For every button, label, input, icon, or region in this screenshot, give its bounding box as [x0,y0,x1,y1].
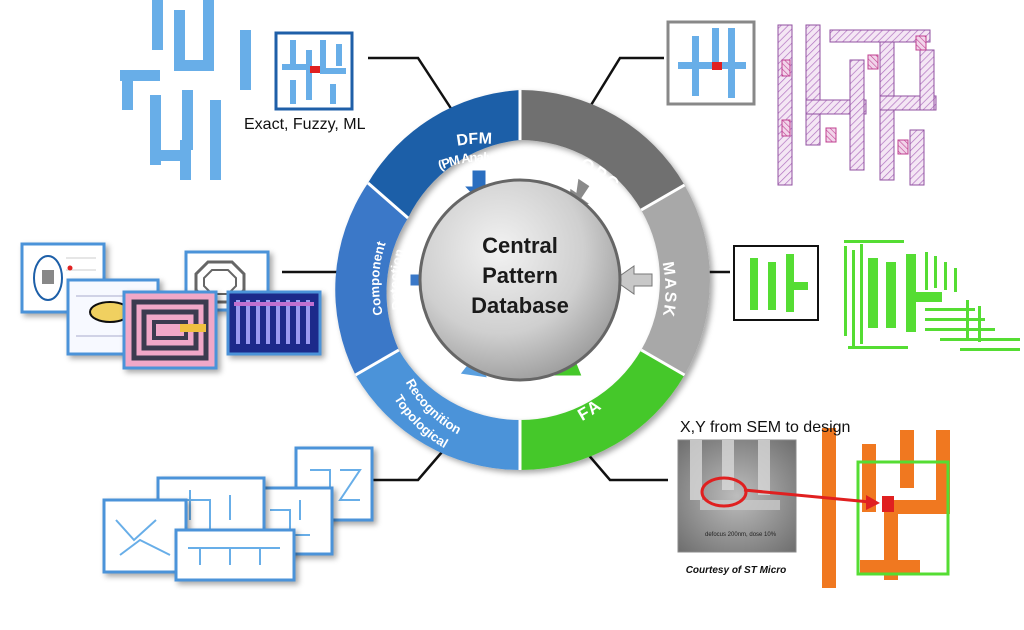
mask-large-pattern [844,240,1020,351]
center-line-3: Database [471,293,569,318]
label-mask: MASK [659,261,679,320]
sem-inner-caption: defocus 200nm, dose 10% [705,532,777,538]
segment-mask [641,185,710,375]
sem-image [677,439,797,553]
central-database: Central Pattern Database [418,178,622,382]
pattern-ring [335,90,710,470]
fa-red-arrow [743,488,880,510]
segment-dfm [368,90,520,218]
segment-separators [354,90,686,470]
mask-small-pattern [733,245,819,321]
opc-small-pattern [666,20,756,106]
sem-credit-caption: Courtesy of ST Micro [685,565,787,576]
connector-dfm [368,56,454,111]
segment-comp [335,183,408,375]
center-line-1: Central [482,233,558,258]
dfm-small-pattern [274,31,354,111]
center-line-2: Pattern [482,263,558,288]
topological-thumbnails [102,446,374,582]
opc-layout-hatched [777,24,937,186]
segment-fa [520,350,685,470]
connector-opc [586,56,664,111]
connector-fa [579,444,668,482]
dfm-methods-label: Exact, Fuzzy, ML [244,116,366,133]
connector-topo [370,444,449,482]
label-dfm-1: DFM [455,130,492,149]
segment-opc [520,90,685,210]
connector-lines [282,56,730,482]
segment-topo [355,350,520,470]
label-comp-2: Detection [387,247,407,311]
dfm-large-pattern [120,0,251,180]
fa-design-pattern [822,428,950,588]
arrow-mask [613,265,653,295]
fa-note-label: X,Y from SEM to design [680,419,851,436]
component-thumbnails [20,242,322,370]
